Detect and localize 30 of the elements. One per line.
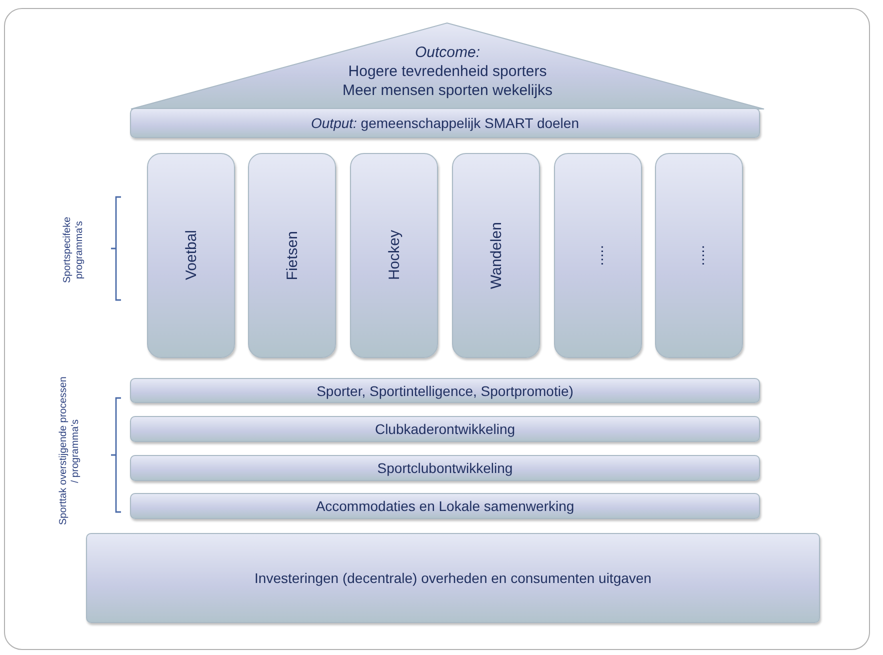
side-label: Sporttak overstijgende processen / programma's <box>58 376 82 526</box>
roof-triangle <box>130 22 765 110</box>
pillar <box>452 153 540 358</box>
bar-label: Clubkaderontwikkeling <box>374 421 516 437</box>
outcome-text: Hogere tevredenheid sporters <box>348 62 547 81</box>
pillar <box>248 153 336 358</box>
outcome-heading: Outcome: <box>414 43 480 62</box>
pillar-label: ..... <box>590 245 606 266</box>
layer-bar <box>130 108 760 138</box>
outcome-text: Meer mensen sporten wekelijks <box>342 81 553 100</box>
layer-bar <box>130 493 760 519</box>
side-label: Sportspecifeke programma's <box>62 216 86 286</box>
bar-label: Accommodaties en Lokale samenwerking <box>316 498 574 514</box>
layer-bar <box>130 455 760 481</box>
pillar-label: Wandelen <box>488 222 504 289</box>
bar-label: Sporter, Sportintelligence, Sportpromotie) <box>316 382 574 398</box>
pillar <box>554 153 642 358</box>
bar-label: Sportclubontwikkeling <box>377 460 513 476</box>
pillar <box>350 153 438 358</box>
pillar-label: Voetbal <box>182 230 200 281</box>
bar-label: Output: gemeenschappelijk SMART doelen <box>311 115 579 131</box>
layer-bar <box>130 378 760 403</box>
pillar <box>655 153 743 358</box>
pillar <box>147 153 235 358</box>
foundation-block <box>86 533 820 623</box>
pillar-label: Hockey <box>386 230 402 281</box>
pillar-label: ..... <box>690 245 708 266</box>
bar-label: Investeringen (decentrale) overheden en consumenten uitgaven <box>254 570 652 586</box>
layer-bar <box>130 416 760 442</box>
pillar-label: Fietsen <box>284 230 300 280</box>
